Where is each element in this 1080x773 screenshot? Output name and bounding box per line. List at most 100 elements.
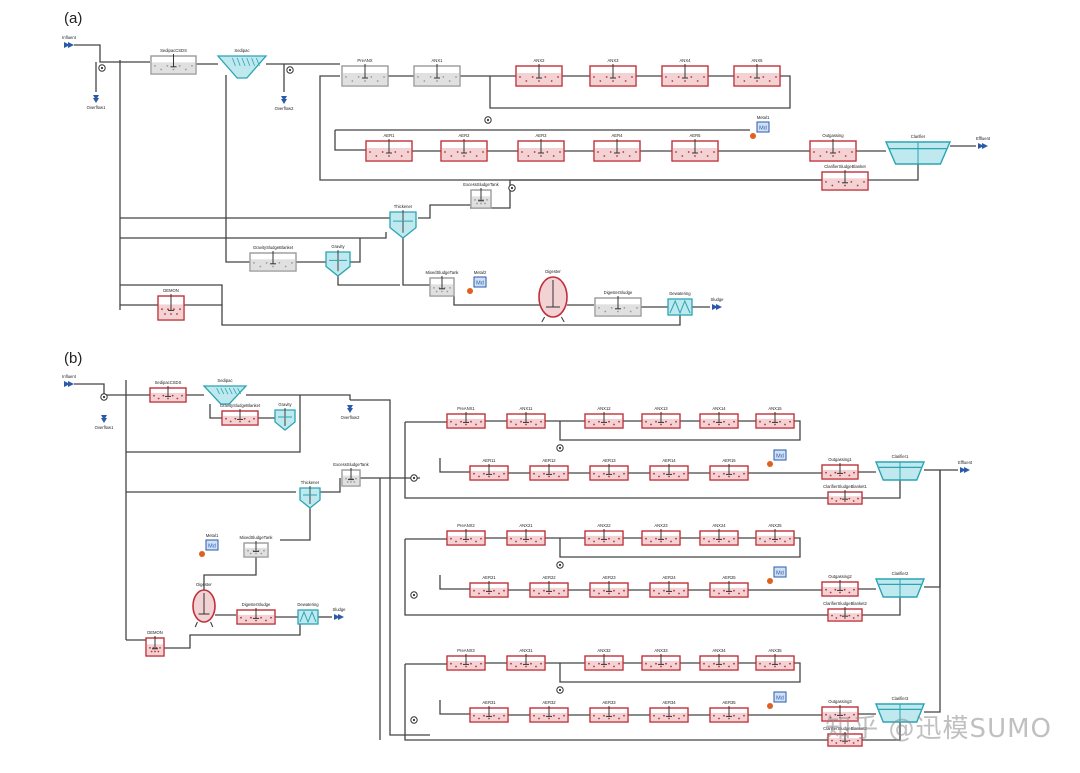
sludge-arrow-a-label: Sludge xyxy=(710,297,724,302)
sink-chevron xyxy=(281,96,287,101)
bubble xyxy=(478,475,480,478)
tank-sedipac3d xyxy=(150,54,197,75)
tank-liquid xyxy=(223,415,257,424)
bubble xyxy=(498,592,500,595)
effluent-arrow-a xyxy=(978,143,988,149)
bubble xyxy=(663,589,665,592)
bubble xyxy=(673,714,675,717)
bubble xyxy=(733,420,735,423)
bubble xyxy=(530,420,532,423)
bubble xyxy=(510,420,512,423)
bubble xyxy=(703,662,705,665)
bubble xyxy=(825,181,827,183)
bubble xyxy=(488,475,490,478)
bubble xyxy=(613,589,615,592)
bubble xyxy=(708,665,710,668)
tank-liquid xyxy=(757,418,793,427)
lamella xyxy=(236,57,241,67)
bubble xyxy=(831,497,833,500)
lane2-metal-dosing: Md xyxy=(767,566,787,584)
bubble xyxy=(444,151,446,153)
bubble xyxy=(181,394,183,397)
tank-liquid xyxy=(701,660,737,669)
bubble xyxy=(446,290,449,293)
bubble xyxy=(850,181,853,183)
lane2-tank-anx25 xyxy=(755,529,795,546)
io-chevron xyxy=(334,614,340,620)
bubble xyxy=(465,540,467,543)
bubble xyxy=(843,471,846,474)
bubble xyxy=(857,497,859,500)
lane2-tank-aer22-label: AER22 xyxy=(542,575,556,580)
bubble xyxy=(839,474,841,477)
pipe xyxy=(246,394,351,400)
bubble xyxy=(465,423,467,426)
bubble xyxy=(728,475,730,478)
bubble xyxy=(157,397,160,400)
bubble xyxy=(834,713,837,716)
lane2-tank-outgassing-label: Outgassing2 xyxy=(828,574,852,579)
lamella xyxy=(224,387,229,395)
bubble xyxy=(538,80,540,82)
lane2-tank-aer24 xyxy=(649,581,689,598)
lane1-tank-anx14 xyxy=(699,412,739,429)
bubble xyxy=(848,591,851,594)
bubble xyxy=(723,420,725,423)
bubble xyxy=(738,717,740,720)
tank-digester-sludge-b xyxy=(236,608,276,625)
tank-liquid xyxy=(431,284,453,295)
tank-liquid xyxy=(591,73,635,85)
bubble xyxy=(357,76,360,78)
bubble xyxy=(683,472,685,475)
splitter-dot xyxy=(558,446,562,450)
lamella xyxy=(237,387,241,395)
watermark: 知乎 @迅模SUMO xyxy=(825,714,1052,744)
bubble xyxy=(272,265,274,268)
digester-leg xyxy=(194,621,198,628)
overflow1-sink-b-label: Overflow1 xyxy=(95,425,115,430)
lane3-sludge-blanket-label: ClarifierSludgeBlanket3 xyxy=(823,726,867,731)
lane3-tank-preanx3 xyxy=(446,654,486,671)
bubble xyxy=(789,420,791,423)
bubble xyxy=(450,420,452,423)
bubble xyxy=(184,68,187,71)
tank-sedipac3d-b xyxy=(149,386,187,403)
lane1-tank-anx13-label: ANX13 xyxy=(654,406,668,411)
bubble xyxy=(653,714,655,717)
lane3-tank-aer35 xyxy=(709,706,749,723)
bubble xyxy=(291,262,293,264)
bubble xyxy=(455,76,457,78)
lane1-tank-aer13 xyxy=(589,464,629,481)
bubble xyxy=(653,589,655,592)
tank-liquid xyxy=(586,660,622,669)
bubble xyxy=(530,537,532,540)
bubble xyxy=(167,308,169,311)
bubble xyxy=(473,472,475,475)
tank-liquid xyxy=(643,535,679,544)
overflow2-sink-b xyxy=(347,405,353,413)
bubble xyxy=(543,472,545,475)
bubble xyxy=(559,151,561,153)
tank-liquid xyxy=(343,73,387,85)
bubble xyxy=(239,420,241,423)
bubble xyxy=(762,76,765,78)
tank-liquid xyxy=(448,660,484,669)
bubble xyxy=(558,717,560,720)
bubble xyxy=(191,65,193,67)
bubble xyxy=(480,662,482,665)
lane2-tank-anx24-label: ANX24 xyxy=(712,523,726,528)
bubble xyxy=(355,477,357,480)
bubble xyxy=(533,151,536,153)
pipe xyxy=(184,304,681,326)
bubble xyxy=(253,417,255,420)
lane2-tank-anx23-label: ANX23 xyxy=(654,523,668,528)
bubble xyxy=(848,739,851,742)
bubble xyxy=(844,184,846,187)
lane3-tank-anx34 xyxy=(699,654,739,671)
bubble xyxy=(603,472,605,475)
sink-chevron xyxy=(347,405,353,410)
bubble xyxy=(433,287,435,289)
tank-liquid xyxy=(596,304,640,315)
bubble xyxy=(678,475,680,478)
tank-liquid xyxy=(643,418,679,427)
